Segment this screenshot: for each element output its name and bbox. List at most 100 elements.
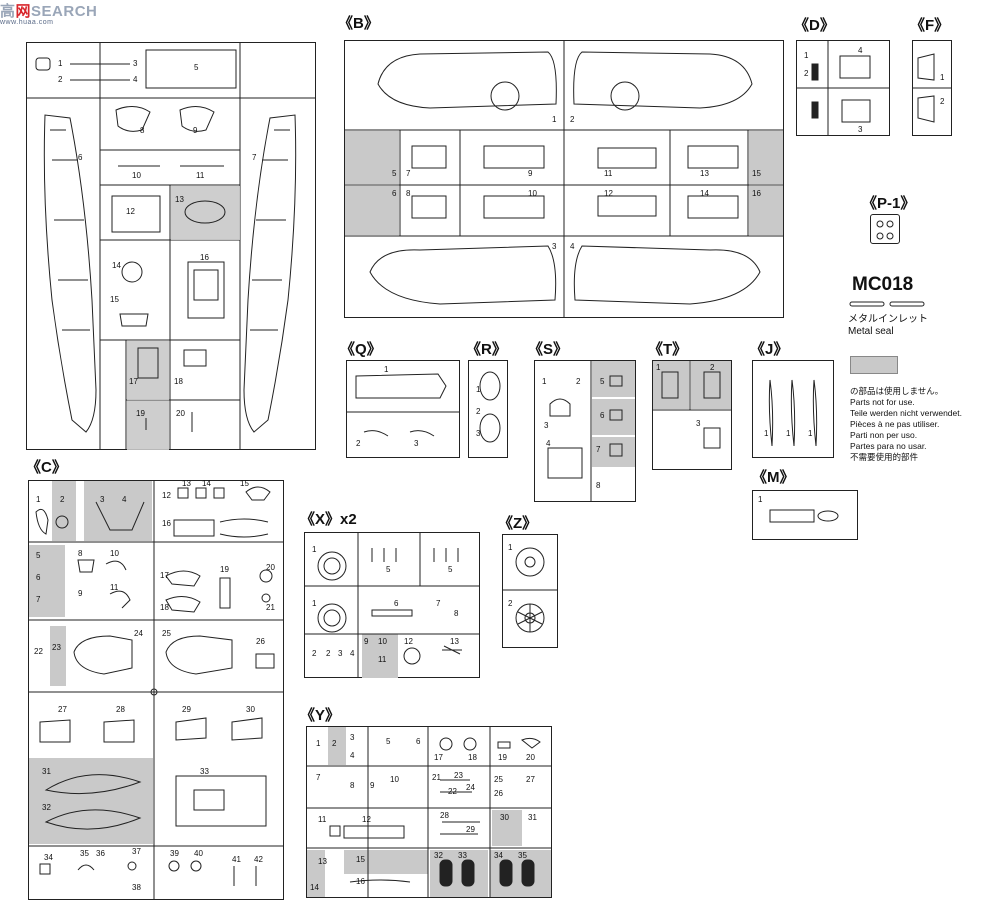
part-d3: 3 [858, 125, 863, 134]
part-a16: 16 [200, 253, 209, 262]
legend-line-zh: 不需要使用的部件 [850, 452, 919, 462]
unused-part-y15 [344, 850, 428, 874]
part-b13: 13 [700, 169, 709, 178]
part-a2: 2 [58, 75, 63, 84]
unused-part-c2 [52, 481, 76, 541]
part-b15: 15 [752, 169, 761, 178]
legend-line-es: Partes para no usar. [850, 441, 927, 451]
sprue-p1-label: 《P-1》 [862, 195, 916, 212]
part-y20: 20 [526, 753, 535, 762]
sprue-d-label: 《D》 [794, 17, 835, 34]
legend-line-fr: Pièces à ne pas utiliser. [850, 419, 940, 429]
unused-part-b16 [749, 186, 783, 235]
part-y24: 24 [466, 783, 475, 792]
legend-line-de: Teile werden nicht verwendet. [850, 408, 962, 418]
part-c15: 15 [240, 479, 249, 488]
part-x7: 7 [436, 599, 441, 608]
part-c22: 22 [34, 647, 43, 656]
part-y18: 18 [468, 753, 477, 762]
sprue-t-label: 《T》 [648, 341, 688, 358]
part-q1: 1 [384, 365, 389, 374]
part-c5: 5 [36, 551, 41, 560]
part-c9: 9 [78, 589, 83, 598]
part-f1: 1 [940, 73, 945, 82]
sprue-p1-frame [870, 214, 900, 244]
sprue-s-label: 《S》 [528, 341, 569, 358]
part-y11: 11 [318, 815, 327, 824]
unused-part-a13 [171, 186, 240, 240]
part-c21: 21 [266, 603, 275, 612]
part-c34: 34 [44, 853, 53, 862]
part-c11: 11 [110, 583, 119, 592]
part-a15: 15 [110, 295, 119, 304]
part-b2: 2 [570, 115, 575, 124]
part-y16: 16 [356, 877, 365, 886]
part-x1b: 1 [312, 599, 317, 608]
part-x2b: 2 [326, 649, 331, 658]
sprue-j-label: 《J》 [750, 341, 789, 358]
unused-part-s7 [592, 437, 635, 467]
part-c26: 26 [256, 637, 265, 646]
part-a1: 1 [58, 59, 63, 68]
part-c30: 30 [246, 705, 255, 714]
part-c8: 8 [78, 549, 83, 558]
part-b12: 12 [604, 189, 613, 198]
part-y35: 35 [518, 851, 527, 860]
part-y10: 10 [390, 775, 399, 784]
part-a13: 13 [175, 195, 184, 204]
unused-part-y2 [328, 727, 346, 765]
part-c41: 41 [232, 855, 241, 864]
part-y30: 30 [500, 813, 509, 822]
unused-part-c23 [50, 626, 66, 686]
part-y13: 13 [318, 857, 327, 866]
part-b1: 1 [552, 115, 557, 124]
part-t2: 2 [710, 363, 715, 372]
part-y5: 5 [386, 737, 391, 746]
watermark-url: www.huaa.com [0, 19, 54, 26]
sprue-r-label: 《R》 [466, 341, 507, 358]
part-c3: 3 [100, 495, 105, 504]
part-y3: 3 [350, 733, 355, 742]
part-x8: 8 [454, 609, 459, 618]
part-d4: 4 [858, 46, 863, 55]
part-c7: 7 [36, 595, 41, 604]
part-y32: 32 [434, 851, 443, 860]
part-c6: 6 [36, 573, 41, 582]
part-c13: 13 [182, 479, 191, 488]
sprue-y-label: 《Y》 [300, 707, 341, 724]
watermark-prefix: 高 [0, 3, 16, 20]
part-c20: 20 [266, 563, 275, 572]
part-q2: 2 [356, 439, 361, 448]
part-c39: 39 [170, 849, 179, 858]
part-y23: 23 [454, 771, 463, 780]
unused-part-c5-7 [29, 545, 65, 617]
part-s3: 3 [544, 421, 549, 430]
part-a14: 14 [112, 261, 121, 270]
part-b9: 9 [528, 169, 533, 178]
sprue-c-label: 《C》 [26, 459, 67, 476]
part-a19: 19 [136, 409, 145, 418]
part-j1a: 1 [764, 429, 769, 438]
part-r3: 3 [476, 429, 481, 438]
part-x9: 9 [364, 637, 369, 646]
part-s4: 4 [546, 439, 551, 448]
part-y2: 2 [332, 739, 337, 748]
watermark: 高网SEARCH www.huaa.com [0, 0, 97, 26]
part-y25: 25 [494, 775, 503, 784]
part-c18: 18 [160, 603, 169, 612]
part-x11: 11 [378, 655, 387, 664]
part-z1: 1 [508, 543, 513, 552]
unused-part-y30 [492, 810, 522, 846]
part-a17: 17 [129, 377, 138, 386]
part-a12: 12 [126, 207, 135, 216]
unused-part-y14 [307, 850, 325, 897]
sprue-f-label: 《F》 [910, 17, 950, 34]
part-s6: 6 [600, 411, 605, 420]
part-c35: 35 [80, 849, 89, 858]
